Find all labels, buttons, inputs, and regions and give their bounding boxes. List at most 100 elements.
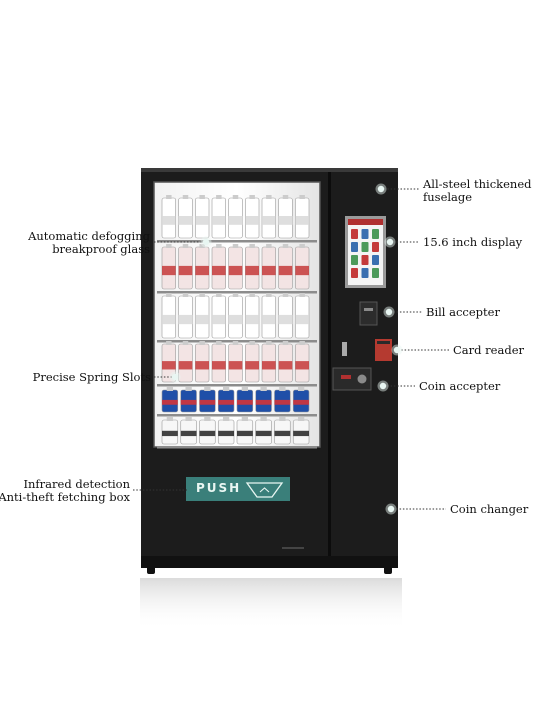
product-cap [299,341,305,345]
door-bottom-slot [282,547,304,549]
product-cap [166,417,174,421]
display-product-thumb [372,229,379,239]
display-product-thumb [361,242,369,252]
product-band [212,361,226,370]
product-band [212,216,226,225]
display-product-thumb [372,242,379,252]
product-item [199,387,216,413]
product-band [180,430,197,437]
product-item [228,341,243,383]
product-item [180,417,197,445]
label-defog-line2: breakproof glass [52,242,150,256]
product-band [255,430,272,437]
product-band [228,361,243,370]
card-reader-unit [375,339,392,361]
product-band [278,361,293,370]
product-band [195,361,209,370]
product-cap [249,195,255,199]
shelf-rail [157,384,317,387]
product-band [212,265,226,276]
product-band [262,361,276,370]
product-band [262,265,276,276]
product-band [228,216,243,225]
bill-accepter-unit [359,301,378,326]
hotspot-dot-icon [387,505,395,513]
product-cap [166,195,172,199]
hotspot-dot-icon [202,238,210,246]
product-band [245,314,259,325]
product-cap [182,341,189,345]
product-cap [166,387,174,391]
product-band [199,399,216,405]
product-cap [282,293,289,297]
product-item [278,195,293,239]
product-item [245,293,260,339]
product-cap [249,341,255,345]
product-item [195,195,210,239]
product-band [255,399,272,405]
product-item [211,293,226,339]
floor-reflection [140,578,402,630]
product-item [278,244,293,290]
product-cap [266,293,272,297]
product-band [295,361,309,370]
product-cap [216,244,222,248]
push-label: PUSH [196,481,242,495]
product-shelves [157,195,317,449]
product-band [178,216,193,225]
product-cap [297,387,305,391]
product-band [195,216,209,225]
product-cap [222,387,230,391]
product-item [261,293,276,339]
product-cap [297,417,305,421]
product-cap [232,341,239,345]
product-band [195,314,209,325]
product-cap [249,293,255,297]
product-cap [232,195,239,199]
product-cap [266,195,272,199]
product-item [178,244,193,290]
product-band [178,361,193,370]
display-product-thumb [351,229,358,239]
label-spring-slots: Precise Spring Slots [32,370,151,384]
shelf-rail [157,240,317,243]
product-item [161,417,179,445]
product-band [228,314,243,325]
product-item [228,195,243,239]
product-item [199,417,216,445]
product-item [195,341,210,383]
hotspot-dot-icon [171,373,179,381]
product-band [278,216,293,225]
hotspot-dot-icon [385,308,393,316]
product-band [178,314,193,325]
label-defog-line1: Automatic defogging [28,229,150,243]
product-item [274,417,291,445]
product-item [245,341,260,383]
display-product-thumb [351,242,358,252]
product-item [228,244,243,290]
product-cap [241,417,249,421]
hotspot-dot-icon [386,238,394,246]
display-product-thumb [361,229,369,239]
product-band [295,314,309,325]
product-band [293,399,309,405]
product-cap [260,417,267,421]
product-item [161,341,176,383]
label-coin-changer: Coin changer [450,502,529,516]
label-display: 15.6 inch display [423,235,523,249]
product-band [180,399,197,405]
coin-accepter-unit [332,367,372,391]
display-product-thumb [361,268,369,278]
product-band [237,430,253,437]
product-item [261,195,276,239]
hotspot-dot-icon [393,346,401,354]
product-band [162,361,176,370]
label-defogging-glass: Automatic defogging breakproof glass [28,230,150,256]
product-item [161,244,176,290]
wheel-left [147,566,155,574]
product-item [178,195,193,239]
product-item [278,293,293,339]
product-cap [216,293,222,297]
product-item [211,195,226,239]
product-band [274,430,291,437]
